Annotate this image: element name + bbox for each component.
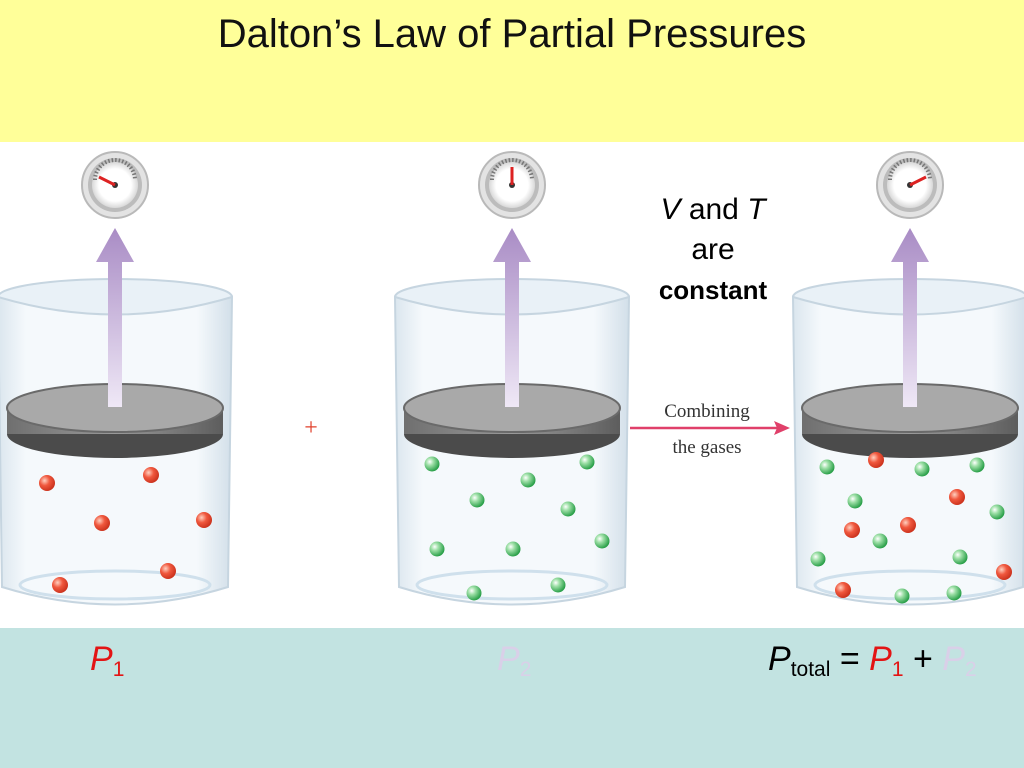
label-p1: P1: [90, 640, 124, 682]
eq-plus-sign: +: [912, 640, 933, 678]
cond-constant: constant: [658, 275, 768, 305]
plus-sign: +: [304, 415, 318, 441]
ptotal-symbol: P: [768, 640, 791, 678]
eq-p2-subscript: 2: [964, 658, 977, 681]
cond-and: and: [688, 193, 739, 226]
container-3: [791, 150, 1024, 607]
eq-p1-subscript: 1: [891, 658, 904, 681]
eq-p2-symbol: P: [942, 640, 965, 678]
arrow-caption-line2: the gases: [672, 437, 741, 458]
container-1: [0, 150, 234, 607]
p1-symbol: P: [90, 640, 113, 678]
equals-sign: =: [839, 640, 860, 678]
diagram-area: + Combining the gases: [0, 142, 1024, 628]
molecules-mixed-3: [810, 452, 1012, 604]
combining-arrow: [630, 421, 790, 435]
gauge-needle-3: [909, 175, 927, 187]
title-band: [0, 0, 1024, 142]
arrow-caption-line1: Combining: [664, 401, 750, 422]
p2-symbol: P: [497, 640, 520, 678]
gauge-needle-1: [98, 175, 116, 187]
p1-subscript: 1: [112, 658, 125, 681]
eq-p1-symbol: P: [869, 640, 892, 678]
constant-conditions: V and T are constant: [628, 190, 798, 310]
cond-are: are: [691, 233, 735, 266]
p2-subscript: 2: [519, 658, 532, 681]
cond-t: T: [747, 193, 766, 226]
label-p2: P2: [497, 640, 531, 682]
molecules-green-2: [424, 454, 610, 601]
ptotal-subscript: total: [790, 658, 831, 681]
container-2: [393, 150, 631, 607]
slide-title: Dalton’s Law of Partial Pressures: [217, 12, 807, 56]
cond-v: V: [660, 193, 681, 226]
formula-band: [0, 628, 1024, 768]
molecules-red-1: [39, 467, 212, 593]
label-ptotal-equation: Ptotal = P1 + P2: [768, 640, 977, 682]
dalton-diagram: + Combining the gases: [0, 150, 1024, 607]
